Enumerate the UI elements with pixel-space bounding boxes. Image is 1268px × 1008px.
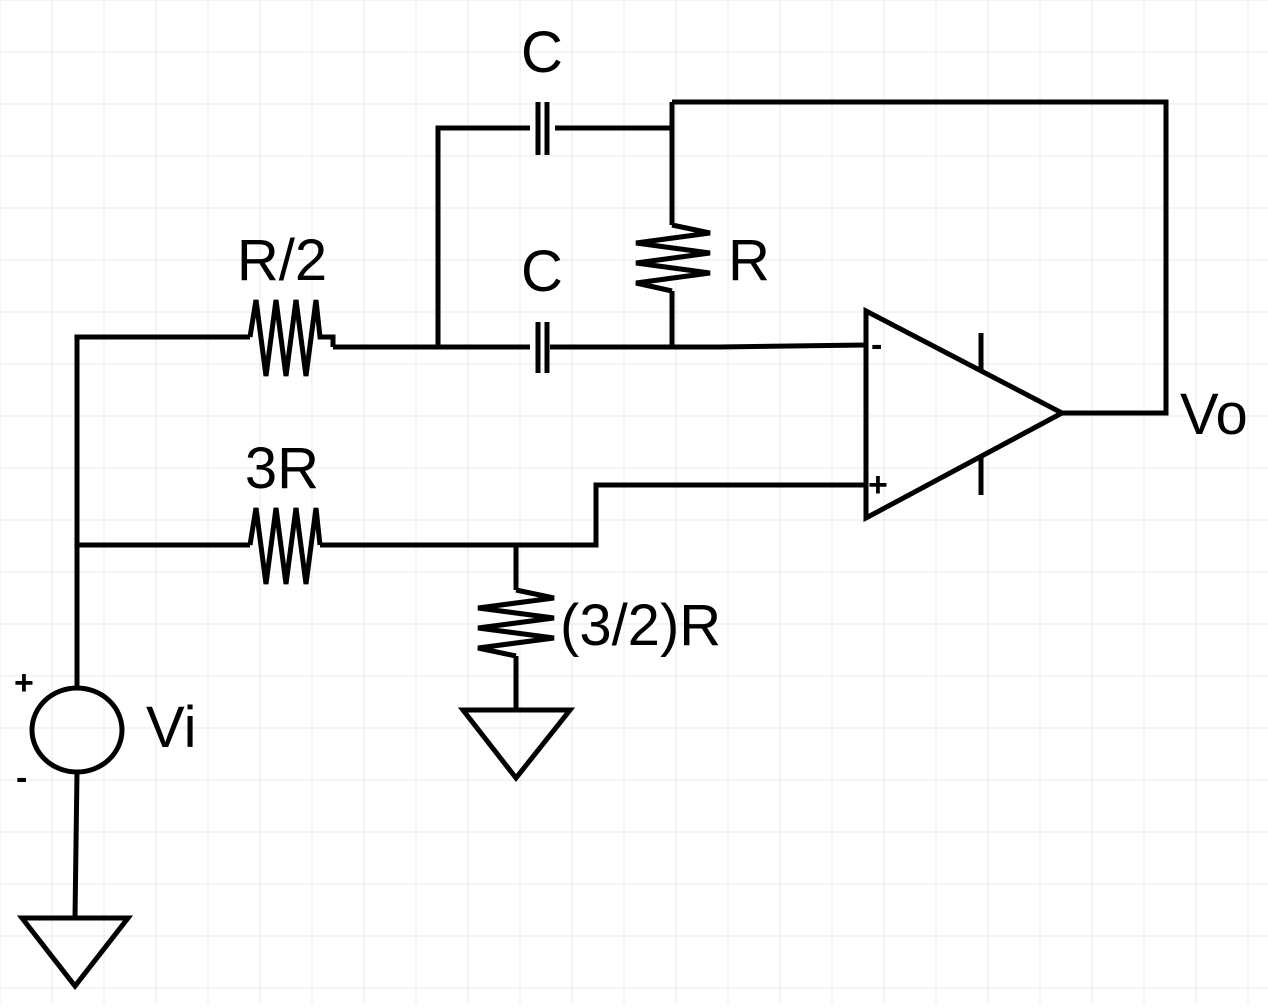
wire-output-feedback-loop bbox=[672, 99, 1169, 416]
ground-symbol-left bbox=[16, 915, 134, 991]
source-plus-sign: + bbox=[14, 664, 34, 702]
resistor-r-three-halves bbox=[477, 587, 555, 659]
source-minus-sign: - bbox=[16, 759, 27, 797]
label-r-3r: 3R bbox=[245, 436, 319, 501]
resistor-3r bbox=[247, 507, 323, 585]
label-r-input: R/2 bbox=[237, 228, 327, 293]
voltage-source-vi bbox=[29, 685, 125, 775]
wire-3r-to-noninverting bbox=[320, 482, 866, 548]
opamp-triangle bbox=[863, 306, 1068, 523]
wire-top-cap-left bbox=[435, 125, 530, 347]
label-c-top: C bbox=[521, 20, 563, 85]
resistor-r-half bbox=[247, 299, 336, 377]
opamp-noninverting-sign: + bbox=[868, 466, 888, 504]
label-vo: Vo bbox=[1180, 382, 1248, 447]
wire-mid-cap-to-inverting bbox=[550, 342, 867, 350]
wire-vi-to-r-half bbox=[74, 334, 250, 688]
label-r-ground: (3/2)R bbox=[560, 593, 721, 658]
label-r-feedback: R bbox=[728, 228, 770, 293]
ground-symbol-right bbox=[457, 707, 576, 783]
resistor-r-feedback bbox=[635, 222, 711, 294]
label-c-mid: C bbox=[521, 239, 563, 304]
opamp-inverting-sign: - bbox=[871, 326, 882, 364]
wire-source-to-ground bbox=[72, 771, 80, 919]
label-vi: Vi bbox=[146, 695, 197, 760]
